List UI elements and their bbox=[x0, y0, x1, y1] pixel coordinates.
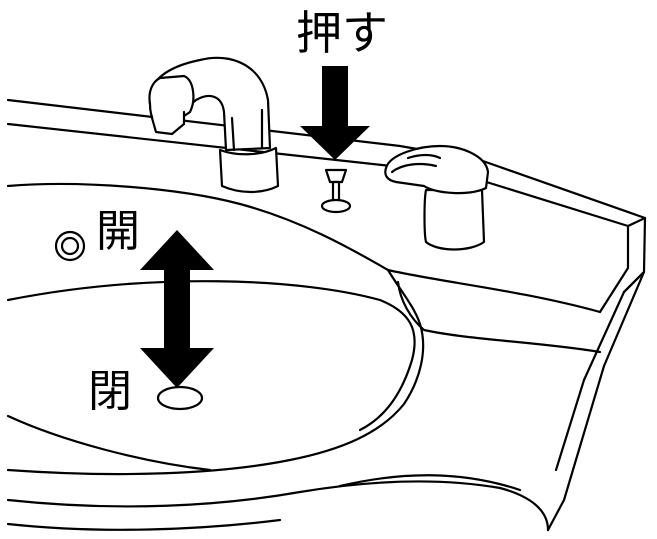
lever-handle bbox=[384, 144, 490, 251]
basin-bowl bbox=[6, 268, 550, 532]
counter-surface bbox=[6, 182, 602, 354]
open-label: 開 bbox=[96, 206, 140, 257]
counter-right-side bbox=[546, 216, 647, 532]
faucet bbox=[148, 56, 280, 194]
close-label: 閉 bbox=[88, 366, 132, 417]
overflow-hole bbox=[54, 230, 86, 262]
drain bbox=[156, 385, 204, 411]
pop-up-knob bbox=[320, 168, 352, 214]
push-arrow-down bbox=[300, 66, 370, 160]
open-close-double-arrow bbox=[140, 230, 214, 388]
push-label: 押す bbox=[296, 6, 388, 60]
